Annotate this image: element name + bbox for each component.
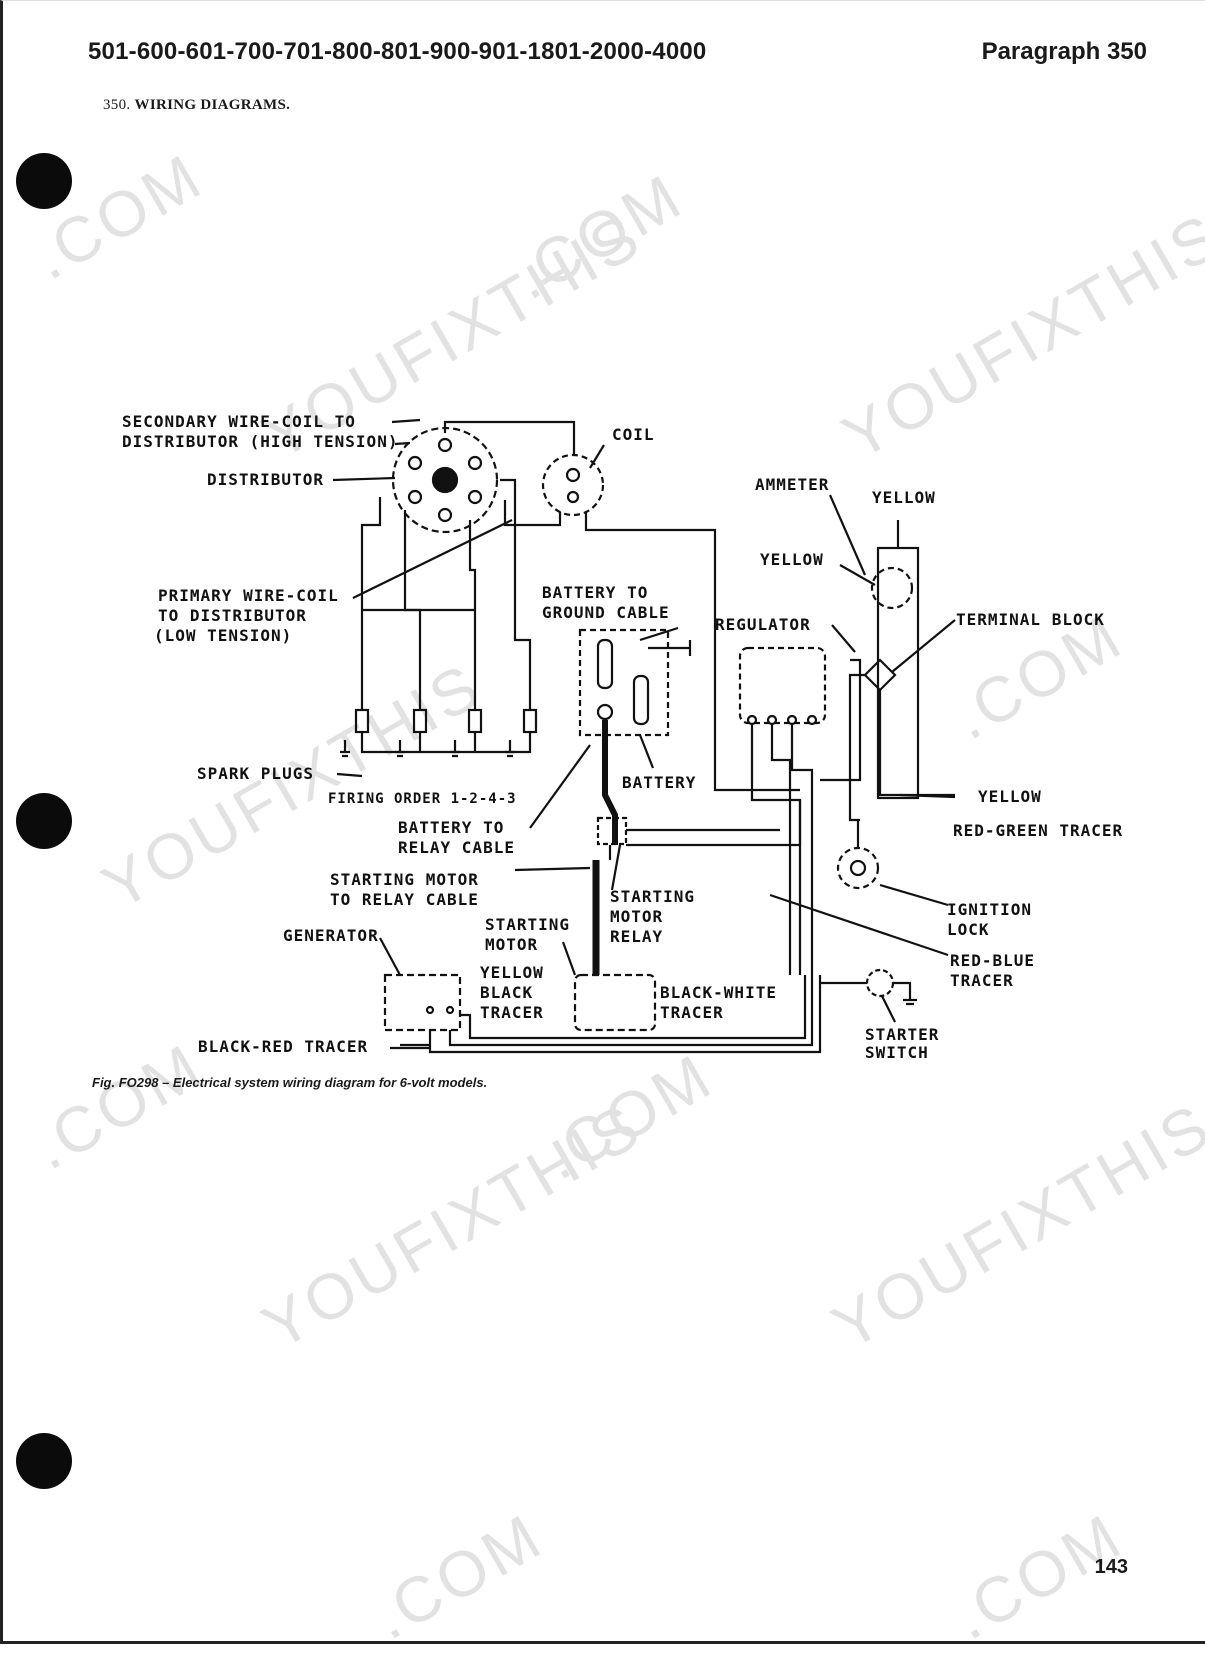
label-ignition-lock-line1: IGNITION (947, 900, 1032, 919)
label-starting-relay-cable-line2: TO RELAY CABLE (330, 890, 479, 909)
label-primary-wire-line1: PRIMARY WIRE-COIL (158, 586, 339, 605)
battery-symbol (578, 628, 692, 737)
label-coil: COIL (612, 425, 655, 444)
label-starting-motor-relay-line2: MOTOR (610, 907, 663, 926)
regulator-symbol (738, 646, 827, 726)
label-red-blue-tracer-line1: RED-BLUE (950, 951, 1035, 970)
page-number: 143 (1094, 1556, 1128, 1578)
label-starting-motor-line2: MOTOR (485, 935, 538, 954)
label-black-red-tracer: BLACK-RED TRACER (198, 1037, 368, 1056)
coil-symbol (541, 453, 605, 517)
starter-switch-symbol (865, 968, 917, 1006)
label-battery-relay-line2: RELAY CABLE (398, 838, 515, 857)
label-starting-motor-relay-line1: STARTING (610, 887, 695, 906)
label-red-green-tracer: RED-GREEN TRACER (953, 821, 1123, 840)
label-yellow-generator: YELLOW (480, 963, 544, 982)
label-black-white-tracer-line2: TRACER (660, 1003, 724, 1022)
ignition-lock-symbol (836, 846, 880, 890)
label-black-tracer-line1: BLACK (480, 983, 533, 1002)
figure-caption: Fig. FO298 – Electrical system wiring di… (92, 1075, 488, 1090)
binder-hole-bottom (16, 1433, 72, 1489)
binder-hole-middle (16, 793, 72, 849)
label-generator: GENERATOR (283, 926, 379, 945)
label-battery-relay-line1: BATTERY TO (398, 818, 504, 837)
model-numbers-header: 501-600-601-700-701-800-801-900-901-1801… (88, 38, 707, 65)
label-battery: BATTERY (622, 773, 696, 792)
diagram-labels: SECONDARY WIRE-COIL TO DISTRIBUTOR (HIGH… (122, 412, 1123, 1062)
label-yellow-mid: YELLOW (760, 550, 824, 569)
binder-hole-top (16, 153, 72, 209)
label-red-blue-tracer-line2: TRACER (950, 971, 1014, 990)
paragraph-header: Paragraph 350 (981, 38, 1147, 65)
distributor-symbol (391, 426, 499, 534)
label-secondary-wire-line2: DISTRIBUTOR (HIGH TENSION) (122, 432, 398, 451)
label-battery-ground-line2: GROUND CABLE (542, 603, 670, 622)
label-starting-relay-cable-line1: STARTING MOTOR (330, 870, 479, 889)
label-starter-switch-line2: SWITCH (865, 1043, 929, 1062)
label-yellow-top: YELLOW (872, 488, 936, 507)
label-black-tracer-line2: TRACER (480, 1003, 544, 1022)
label-regulator: REGULATOR (715, 615, 811, 634)
label-ammeter: AMMETER (755, 475, 829, 494)
label-black-white-tracer-line1: BLACK-WHITE (660, 983, 777, 1002)
section-number: 350. (103, 97, 131, 113)
label-distributor: DISTRIBUTOR (207, 470, 324, 489)
label-starting-motor-relay-line3: RELAY (610, 927, 663, 946)
section-heading: 350. WIRING DIAGRAMS. (103, 97, 290, 114)
label-yellow-right: YELLOW (978, 787, 1042, 806)
label-starting-motor-line1: STARTING (485, 915, 570, 934)
label-terminal-block: TERMINAL BLOCK (956, 610, 1105, 629)
label-battery-ground-line1: BATTERY TO (542, 583, 648, 602)
spark-plugs-symbol (340, 708, 538, 758)
generator-symbol (383, 973, 462, 1032)
label-ignition-lock-line2: LOCK (947, 920, 990, 939)
starting-motor-symbol (573, 973, 657, 1032)
terminal-block-symbol (863, 658, 897, 692)
label-spark-plugs: SPARK PLUGS (197, 764, 314, 783)
section-title: WIRING DIAGRAMS. (134, 97, 291, 113)
label-primary-wire-line2: TO DISTRIBUTOR (158, 606, 307, 625)
label-secondary-wire-line1: SECONDARY WIRE-COIL TO (122, 412, 356, 431)
label-primary-wire-line3: (LOW TENSION) (154, 626, 292, 645)
label-starter-switch-line1: STARTER (865, 1025, 939, 1044)
label-firing-order: FIRING ORDER 1-2-4-3 (328, 791, 517, 807)
